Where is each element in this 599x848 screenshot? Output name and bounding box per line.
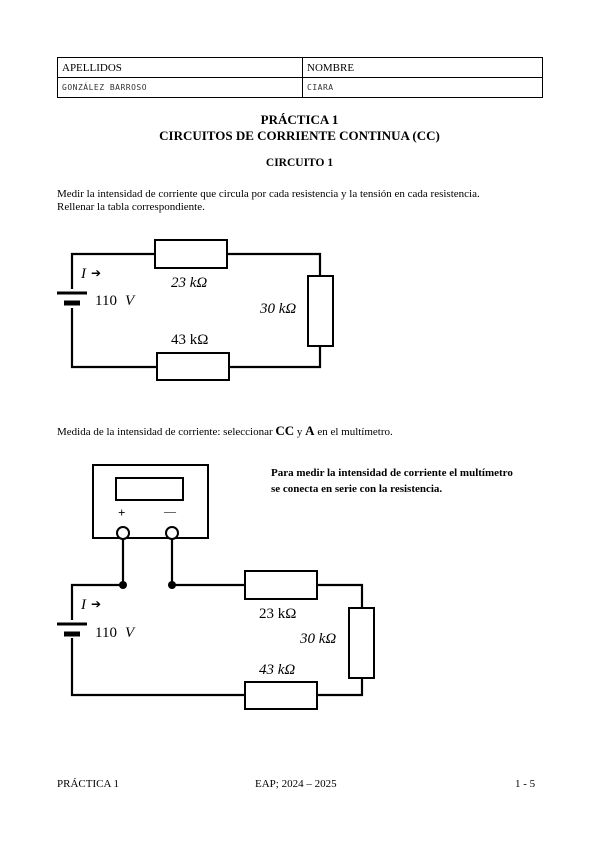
circuit-1-wires <box>70 252 322 369</box>
footer-left: PRÁCTICA 1 <box>57 778 120 790</box>
page-title: PRÁCTICA 1 <box>260 112 339 127</box>
battery-symbol <box>57 291 87 306</box>
name-value: CIARA <box>302 77 543 98</box>
measure-instruction: Medida de la intensidad de corriente: se… <box>57 423 393 439</box>
multimeter: + — <box>92 464 209 540</box>
multimeter-minus-terminal <box>165 526 179 540</box>
junction-minus <box>168 581 176 589</box>
battery-symbol-2 <box>57 622 87 637</box>
plus-sign: + <box>118 505 125 520</box>
current-label-2: I <box>80 597 87 613</box>
resistor-top <box>154 239 228 269</box>
resistor-top-value: 23 kΩ <box>171 275 207 291</box>
current-arrow: ➔ <box>91 266 101 280</box>
multimeter-plus-terminal <box>116 526 130 540</box>
note-line-1: Para medir la intensidad de corriente el… <box>271 467 513 479</box>
note-line-2: se conecta en serie con la resistencia. <box>271 483 443 495</box>
footer-page-number: 1 - 5 <box>515 778 536 790</box>
source-voltage: 110 <box>95 293 117 309</box>
student-info-table: APELLIDOS NOMBRE GONZÁLEZ BARROSO CIARA <box>57 57 543 98</box>
junction-plus <box>119 581 127 589</box>
resistor-right-value-2: 30 kΩ <box>299 631 336 647</box>
multimeter-display <box>115 477 184 501</box>
resistor-bottom <box>156 352 230 381</box>
page-subtitle: CIRCUITOS DE CORRIENTE CONTINUA (CC) <box>159 128 440 143</box>
resistor-top-value-2: 23 kΩ <box>259 606 296 622</box>
current-arrow-2: ➔ <box>91 597 101 611</box>
source-unit: V <box>125 293 136 309</box>
instruction-line-1: Medir la intensidad de corriente que cir… <box>57 188 480 200</box>
footer-center: EAP; 2024 – 2025 <box>255 778 337 790</box>
instruction-line-2: Rellenar la tabla correspondiente. <box>57 201 205 213</box>
resistor-top-2 <box>244 570 318 600</box>
resistor-right <box>307 275 334 347</box>
circuit-2-wires <box>70 539 364 697</box>
current-label: I <box>80 266 87 282</box>
resistor-bottom-value: 43 kΩ <box>171 332 208 348</box>
minus-sign: — <box>163 504 177 518</box>
circuit-1-heading: CIRCUITO 1 <box>265 157 334 169</box>
source-unit-2: V <box>125 625 136 641</box>
source-voltage-2: 110 <box>95 625 117 641</box>
resistor-right-value: 30 kΩ <box>259 301 296 317</box>
resistor-bottom-2 <box>244 681 318 710</box>
resistor-right-2 <box>348 607 375 679</box>
resistor-bottom-value-2: 43 kΩ <box>259 662 295 678</box>
